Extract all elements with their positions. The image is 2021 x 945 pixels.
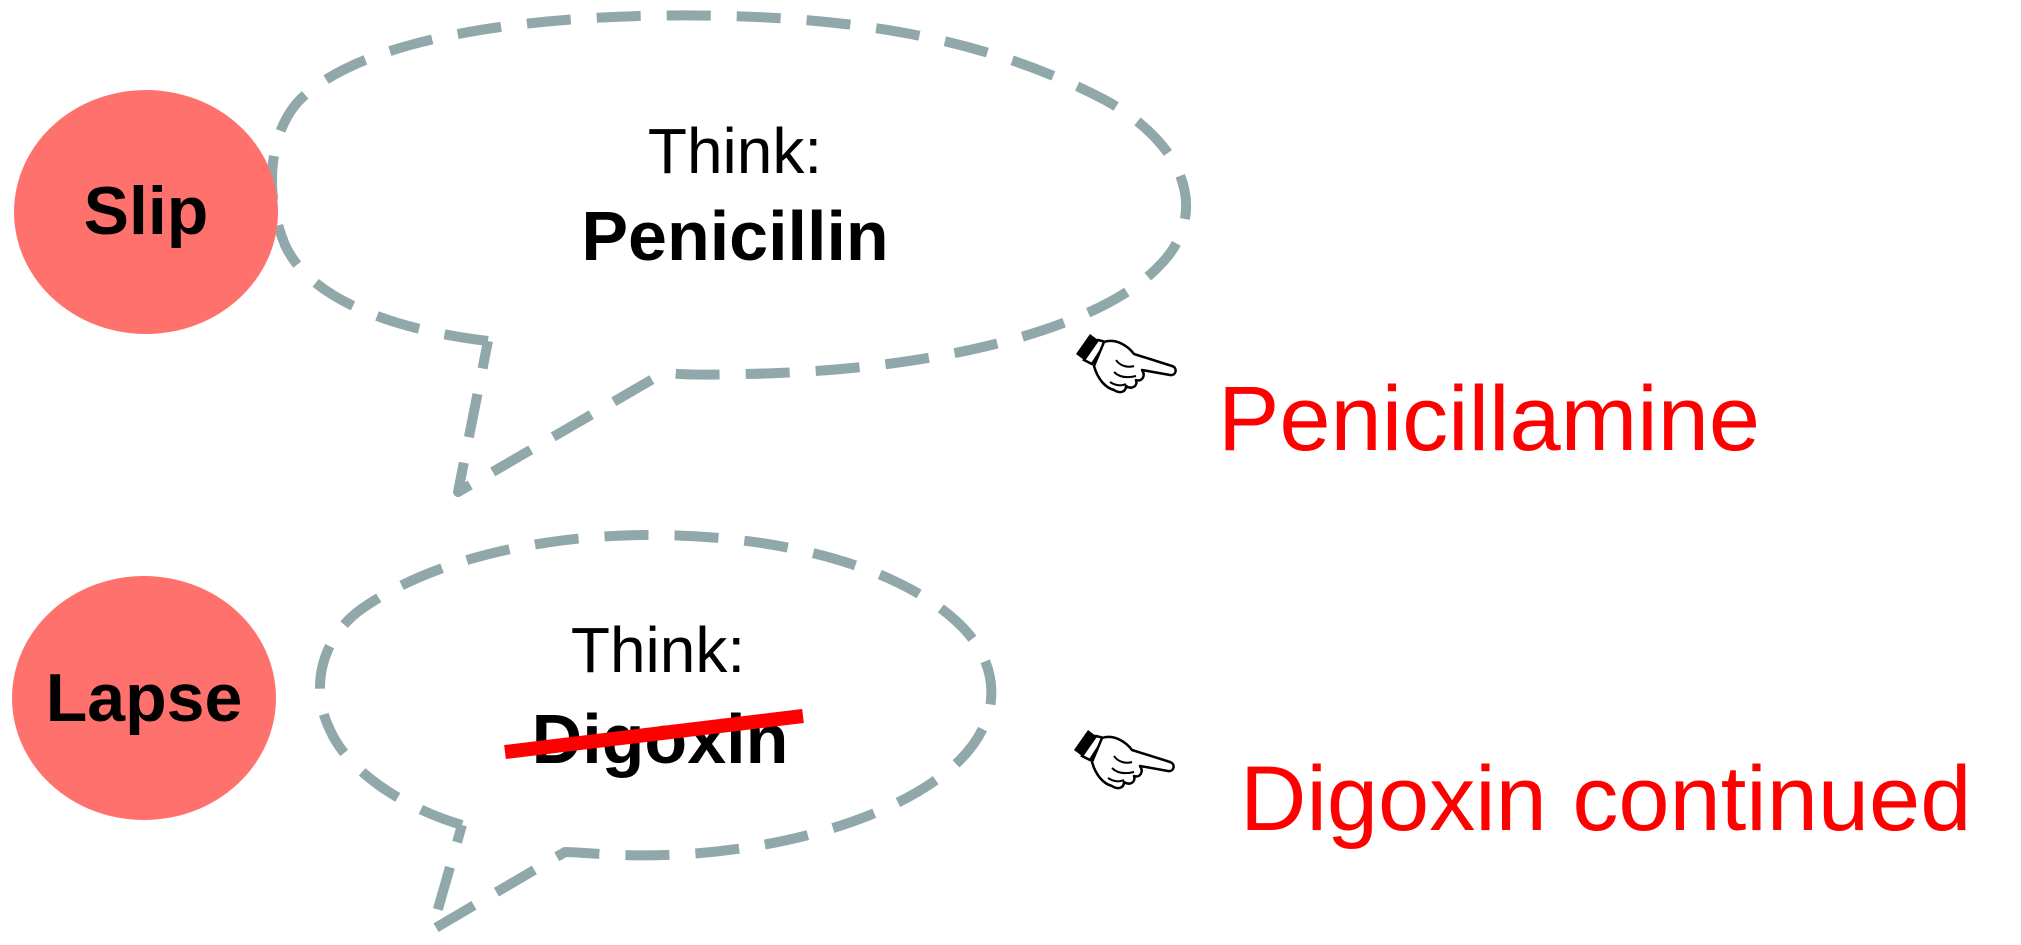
lapse-circle [12,576,276,820]
slip-thought-bubble [267,10,1192,497]
pointing-hand-icon [1072,728,1175,790]
slip-think-value: Penicillin [581,197,888,275]
slip-circle [14,90,278,334]
lapse-thought-bubble [315,530,997,935]
slip-label: Slip [84,173,209,249]
pointing-hand-icon [1074,332,1177,394]
lapse-think-label: Think: [571,614,745,686]
slip-think-label: Think: [648,115,822,187]
lapse-strike-line [504,709,804,759]
lapse-label: Lapse [46,660,243,736]
slip-row: Slip Think: Penicillin Penicillamine [14,10,1760,497]
lapse-outcome: Digoxin continued [1240,748,1971,850]
lapse-row: Lapse Think: Digoxin Digoxin continued [12,530,1971,935]
slip-outcome: Penicillamine [1218,368,1760,470]
